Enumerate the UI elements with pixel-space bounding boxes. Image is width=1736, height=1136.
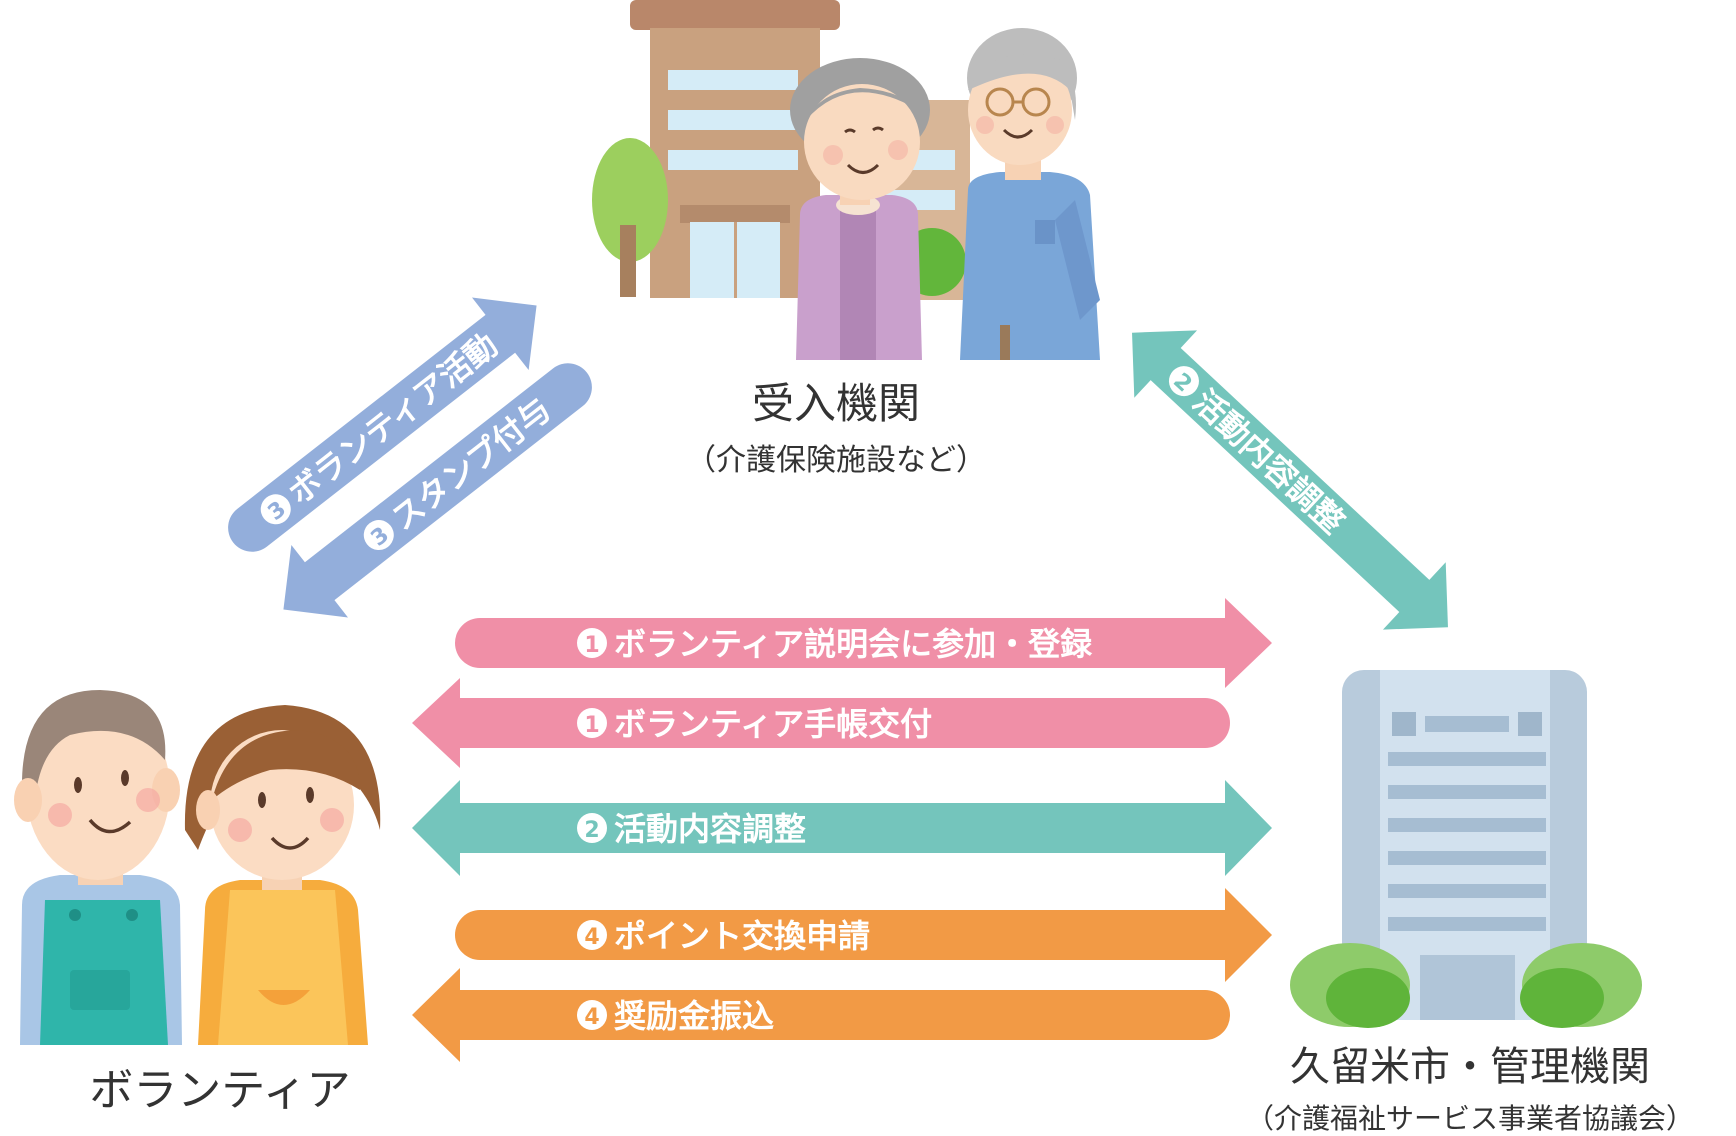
volunteer-woman-figure <box>184 705 381 1045</box>
facility-title: 受入機関 <box>752 379 920 428</box>
arrow-handbook-label: ボランティア手帳交付 <box>614 705 932 743</box>
volunteer-illustration <box>14 690 381 1045</box>
arrow-register: 1 ボランティア説明会に参加・登録 <box>455 598 1272 688</box>
svg-text:1: 1 <box>584 713 599 738</box>
facility-subtitle: （介護保険施設など） <box>686 443 986 478</box>
arrow-grant: 4 奨励金振込 <box>412 968 1230 1062</box>
step-badge <box>577 920 607 950</box>
svg-text:4: 4 <box>584 925 599 950</box>
arrow-handbook: 1 ボランティア手帳交付 <box>412 678 1230 768</box>
arrow-grant-label: 奨励金振込 <box>614 997 774 1035</box>
step-badge <box>577 628 607 658</box>
step-badge <box>260 494 291 525</box>
city-title: 久留米市・管理機関 <box>1290 1044 1650 1090</box>
elderly-woman-figure <box>790 58 930 360</box>
building-window <box>668 70 798 90</box>
svg-text:2: 2 <box>584 818 599 843</box>
city-subtitle: （介護福祉サービス事業者協議会） <box>1246 1102 1694 1135</box>
volunteer-title: ボランティア <box>89 1065 350 1116</box>
step-badge <box>577 1000 607 1030</box>
step-badge <box>577 813 607 843</box>
volunteer-man-figure <box>14 690 182 1045</box>
svg-text:4: 4 <box>584 1005 599 1030</box>
arrow-adjust: 2 活動内容調整 <box>412 780 1272 876</box>
elderly-man-figure <box>960 28 1100 360</box>
arrow-apply: 4 ポイント交換申請 <box>455 888 1272 982</box>
arrow-register-label: ボランティア説明会に参加・登録 <box>614 625 1093 663</box>
facility-illustration <box>592 0 1100 360</box>
arrow-adjust-diagonal: 2 活動内容調整 <box>1132 330 1448 630</box>
tree-icon <box>592 138 668 262</box>
building-roof <box>630 0 840 30</box>
arrow-adjust-label: 活動内容調整 <box>614 810 806 848</box>
arrow-apply-label: ポイント交換申請 <box>614 917 870 955</box>
building-awning <box>680 205 790 223</box>
step-badge <box>577 708 607 738</box>
arrow-adjust-diagonal-label: 活動内容調整 <box>1186 382 1352 541</box>
city-illustration <box>1290 670 1642 1028</box>
building-window <box>668 150 798 170</box>
svg-text:1: 1 <box>584 633 599 658</box>
building-window <box>668 110 798 130</box>
step-badge <box>1168 366 1199 397</box>
step-badge <box>363 520 394 551</box>
